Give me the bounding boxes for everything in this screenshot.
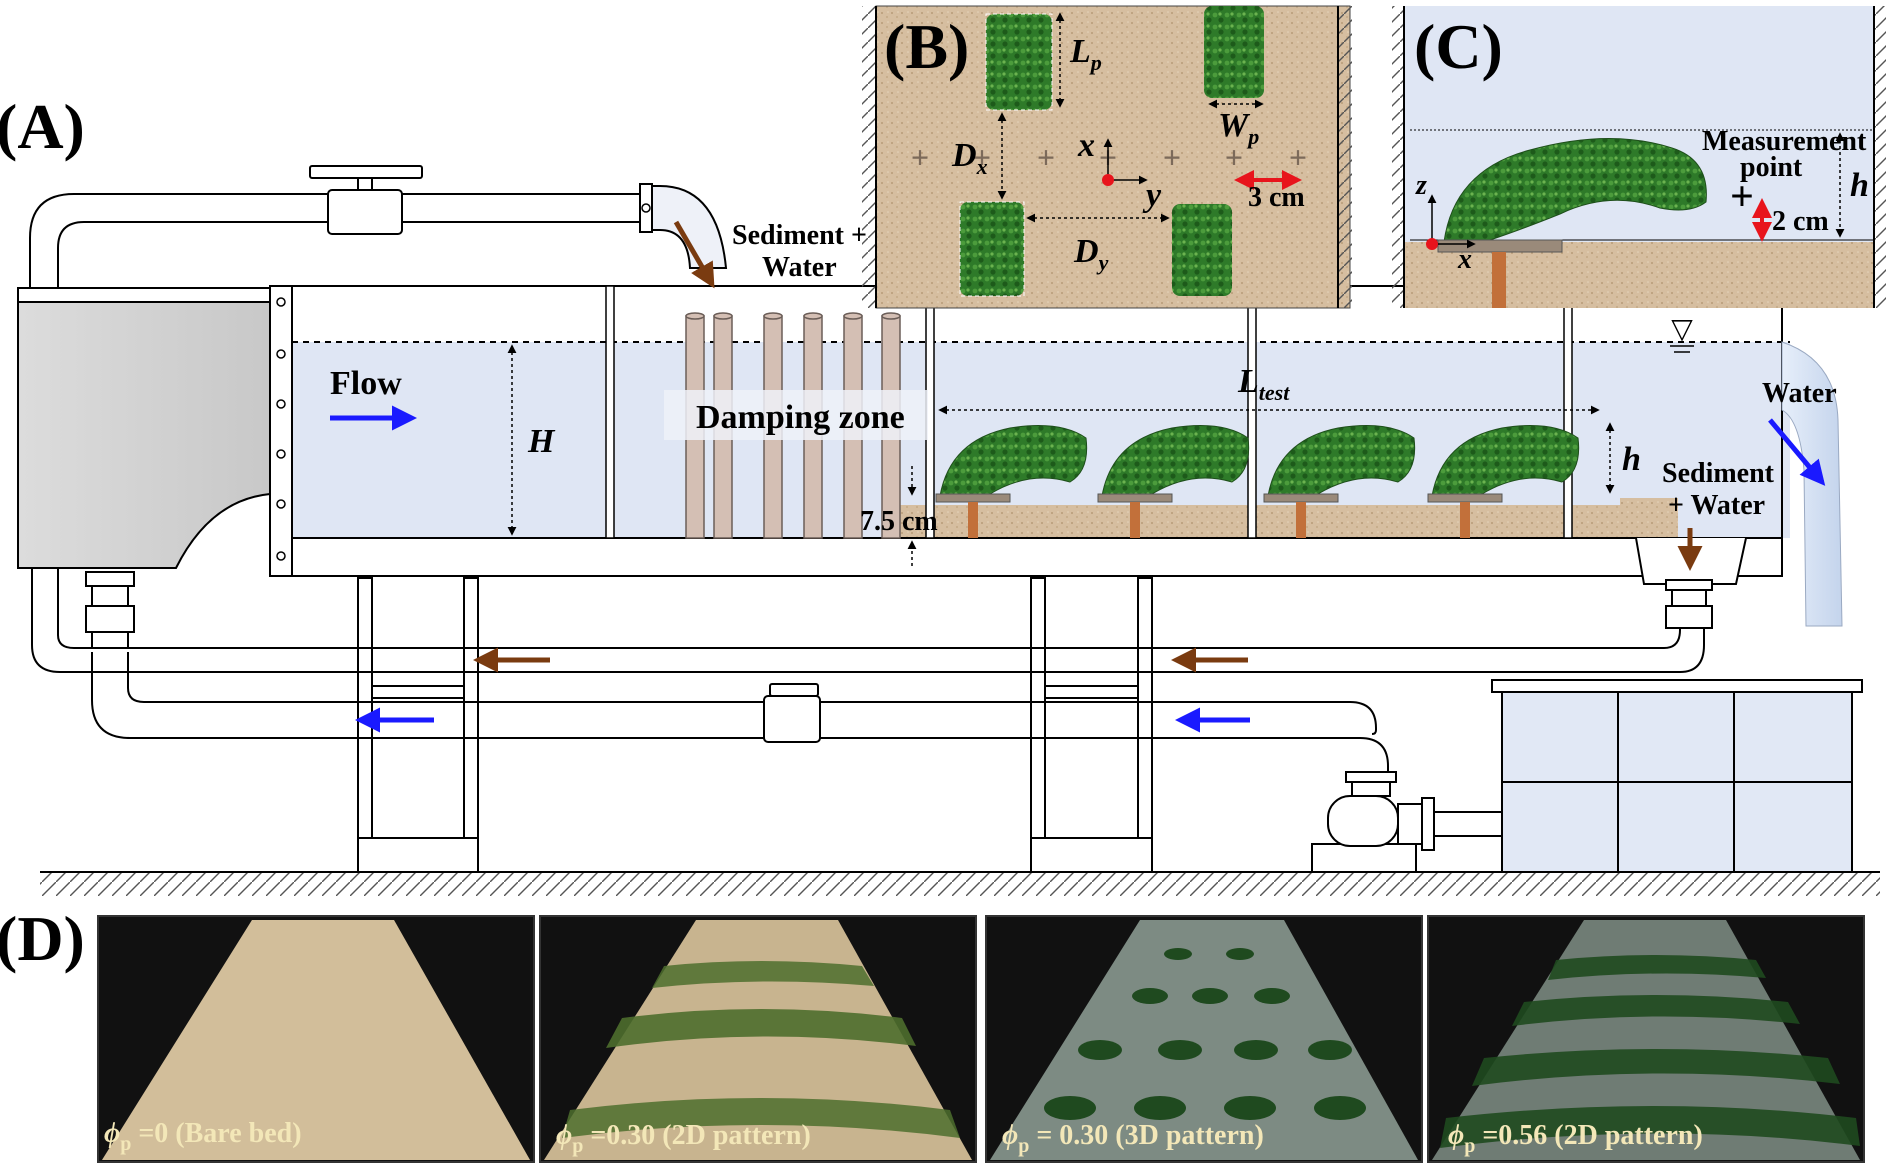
svg-text:+: + [973,139,991,175]
depth-label: H [527,423,556,460]
lp-label: Lp [1069,33,1102,75]
head-tank [17,287,279,569]
panel-b-label: (B) [884,11,969,82]
side-origin [1426,238,1438,250]
panel-a-label: (A) [0,91,85,162]
ground [40,871,1880,896]
measurement-cross: + [1730,174,1754,220]
plan-axis-y: y [1142,177,1162,214]
side-plate [1437,239,1563,253]
photo-2d-030: ϕp =0.30 (2D pattern) [539,915,977,1163]
plan-scale-label: 3 cm [1248,182,1305,213]
outlet-water-label: Water [1762,378,1837,409]
pump [1311,795,1515,873]
plan-patch [1172,204,1232,296]
outlet-water-arrow [1768,418,1826,486]
plan-dimensions [997,12,1264,223]
side-axis-x: x [1457,244,1472,275]
plan-axis-x: x [1077,127,1095,164]
canopy-1 [935,425,1088,538]
return-pipes [29,193,1705,775]
side-height-label: h [1850,167,1869,204]
wp-label: Wp [1218,107,1259,149]
inlet-label-2: Water [762,252,837,283]
photo-2d-056: ϕp =0.56 (2D pattern) [1427,915,1865,1163]
top-valve [309,165,423,235]
side-post [1492,252,1506,308]
plan-patch [986,14,1052,110]
outlet-sed-label-1: Sediment [1662,458,1775,489]
canopies [935,425,1580,538]
damping-zone-label: Damping zone [696,399,905,436]
photo-caption: ϕp = 0.30 (3D pattern) [1002,1120,1264,1157]
photo-caption: ϕp =0.56 (2D pattern) [1448,1120,1703,1157]
lower-valve [763,683,821,743]
dx-label: Dx [951,137,988,179]
sump-tank [1491,679,1863,873]
panel-d: (D) ϕp =0 (Bare bed) ϕp =0.30 (2D patter… [0,903,1865,1163]
canopy-3 [1263,425,1416,538]
plan-patch [960,202,1024,296]
svg-text:+: + [1037,139,1055,175]
flow-label: Flow [330,365,402,402]
panel-c: + (C) Measurement point h 2 cm z x [1392,6,1886,308]
canopy-2 [1097,425,1250,538]
dimension-lines [507,344,1615,566]
svg-text:+: + [1163,139,1181,175]
plan-patch [1204,6,1264,98]
inlet-label-1: Sediment + [732,220,867,251]
inlet-elbow [639,183,728,269]
damping-label-backdrop [664,390,928,440]
photo-caption: ϕp =0.30 (2D pattern) [556,1120,811,1157]
panel-a: ▽ (A) Flow H Damping zone Ltest h 7.5 cm… [0,91,1880,896]
panel-c-label: (C) [1414,11,1503,82]
water-surface-symbol: ▽ [1671,314,1693,345]
inlet-sed-arrow [673,220,715,289]
side-offset-label: 2 cm [1772,206,1829,237]
panel-b: + + + + + + + (B) Lp Wp Dx Dy x y 3 cm [862,5,1352,309]
water-surface-marker: ▽ [1670,314,1694,353]
measurement-label-2: point [1740,152,1803,183]
side-axes [1427,132,1845,249]
flume-supports [357,577,1153,873]
plan-patches [959,6,1264,297]
canopy-height-label: h [1622,441,1641,478]
canopy-4 [1427,425,1580,538]
flow-arrows [330,220,1826,733]
panel-d-label: (D) [0,903,85,974]
side-axis-z: z [1415,170,1427,201]
photo-caption: ϕp =0 (Bare bed) [104,1118,302,1155]
test-length-sub: test [1259,380,1290,405]
plan-origin [1102,174,1114,186]
svg-text:+: + [911,139,929,175]
photo-3d-030: ϕp = 0.30 (3D pattern) [985,915,1423,1163]
outlet-sed-label-2: + Water [1668,490,1765,521]
svg-text:+: + [1225,139,1243,175]
measurement-label-1: Measurement [1702,126,1867,157]
svg-text:+: + [1289,139,1307,175]
pipe-couplings [85,571,1713,797]
side-canopy [1443,137,1707,243]
photo-bare-bed: ϕp =0 (Bare bed) [97,915,535,1163]
test-length-label: Ltest [1237,363,1290,405]
test-length-main: L [1237,363,1259,400]
dy-label: Dy [1073,233,1109,275]
bed-offset-label: 7.5 cm [860,506,938,537]
